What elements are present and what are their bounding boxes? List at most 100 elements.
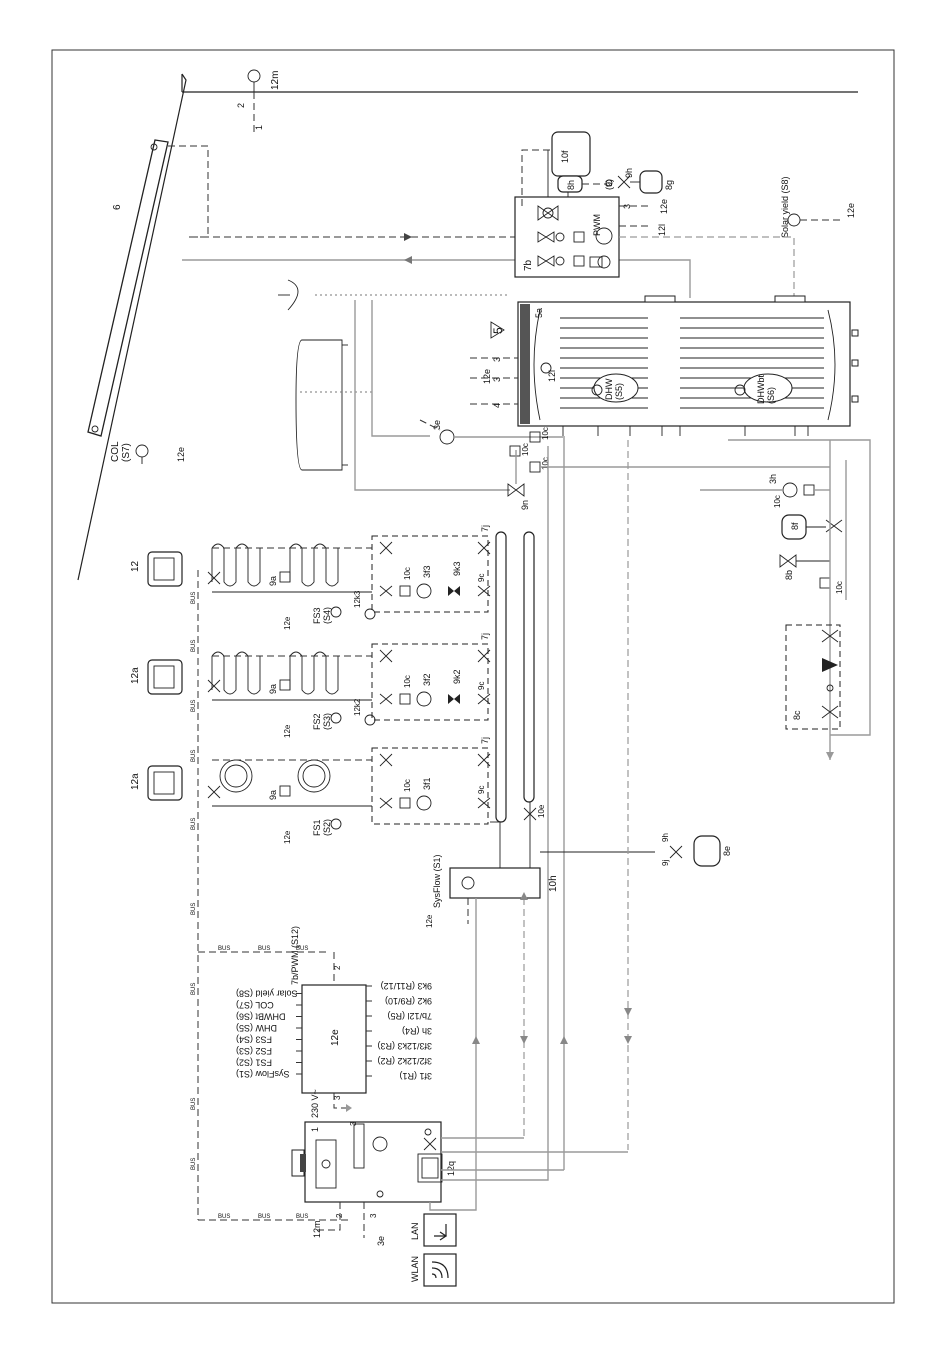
controller-terminal-right: 3h (R4) [402,1026,432,1036]
svg-text:PWM: PWM [592,214,602,236]
controller-power: 230 V~ 3 [310,1089,352,1118]
svg-text:LAN: LAN [410,1222,420,1240]
svg-text:COL(S7): COL(S7) [110,441,132,462]
room-unit-12a-upper: 12a [130,659,183,695]
svg-text:BUS: BUS [296,946,308,952]
svg-text:10c: 10c [521,443,530,456]
svg-text:12k2: 12k2 [353,698,362,716]
svg-text:9n: 9n [520,500,530,510]
vessel-8h: 8h (9) 9h [557,168,640,193]
svg-text:DHWbt(S6): DHWbt(S6) [756,375,776,404]
svg-text:3: 3 [369,1213,378,1218]
svg-text:12m: 12m [312,1220,322,1238]
svg-text:5a: 5a [534,308,544,318]
vessel-8e: 9h 9j 8e [661,833,732,867]
svg-text:5: 5 [491,327,505,334]
svg-text:BUS: BUS [191,818,197,830]
controller-terminal-left: FS1 (S2) [236,1058,272,1068]
terminal-list-left: Solar yield (S8)COL (S7) DHWBt (S6)DHW (S… [236,989,302,1079]
room-unit-12: 12 [130,551,183,587]
svg-text:12l: 12l [547,370,557,382]
svg-text:2: 2 [335,1213,344,1218]
svg-text:12e: 12e [283,830,292,844]
heating-circuit-2: 9a FS2(S3) 12e 10c 3f2 9k2 9c 12k2 7j [207,633,491,738]
svg-text:9a: 9a [268,576,278,586]
controller-terminal-left: DHWBt (S6) [236,1012,286,1022]
svg-text:12l: 12l [657,224,667,236]
svg-text:8c: 8c [792,710,802,720]
svg-text:WLAN: WLAN [410,1256,420,1282]
terminal-list-right: 9k3 (R11/12)9k2 (R9/10)7b/12l (R5)3h (R4… [366,981,432,1081]
svg-text:BUS: BUS [191,903,197,915]
room-unit-12a-lower: 12a [130,765,183,801]
controller-terminal-right: 9k2 (R9/10) [385,996,432,1006]
pump-3e: 3e [419,419,563,445]
pump-3h: 3h 10c [700,474,830,508]
svg-text:12e: 12e [283,616,292,630]
svg-text:12e: 12e [659,199,669,214]
tank-sensor-wires: 3 3 4 12e [470,357,518,408]
svg-text:7b/PWM (S12): 7b/PWM (S12) [290,926,300,985]
svg-text:10f: 10f [560,150,570,163]
svg-text:7b: 7b [523,259,534,271]
svg-text:9h: 9h [661,833,670,842]
controller-terminal-right: 3f2/12k2 (R2) [377,1056,432,1066]
svg-text:12e: 12e [425,914,434,928]
wlan-module: WLAN [410,1253,457,1287]
controller-terminal-left: SysFlow (S1) [236,1069,290,1079]
svg-text:9c: 9c [477,574,486,582]
bathtub [295,339,348,471]
pump-station-7b: 7b PWM 12l 3 12e [514,150,669,278]
svg-text:BUS: BUS [191,750,197,762]
svg-text:BUS: BUS [258,946,270,952]
collector-label: 6 [112,204,123,210]
svg-text:12m: 12m [270,71,281,90]
svg-text:9j: 9j [661,860,670,866]
controller-terminal-right: 3f1 (R1) [399,1071,432,1081]
svg-text:2: 2 [333,965,342,970]
svg-text:BUS: BUS [191,1158,197,1170]
col-sensor: COL(S7) 12e [110,441,186,467]
svg-text:3f1: 3f1 [422,777,432,790]
svg-text:230 V~: 230 V~ [310,1089,320,1118]
svg-text:8g: 8g [664,180,674,190]
svg-text:10c: 10c [541,427,550,440]
svg-text:BUS: BUS [191,592,197,604]
controller-terminal-left: Solar yield (S8) [236,989,298,999]
svg-text:3: 3 [622,204,632,209]
page-frame [51,49,895,1304]
controller-terminal-left: COL (S7) [236,1000,274,1010]
svg-text:12k3: 12k3 [353,590,362,608]
svg-text:3f3: 3f3 [422,565,432,578]
svg-text:9c: 9c [477,682,486,690]
svg-text:10c: 10c [403,675,412,688]
svg-text:10c: 10c [773,495,782,508]
sensor-12m: 12m 2 1 [236,69,281,132]
vessel-8g: 8g [639,170,674,194]
svg-text:10c: 10c [403,779,412,792]
svg-text:1: 1 [254,125,264,130]
svg-text:3f2: 3f2 [422,673,432,686]
svg-text:3e: 3e [376,1236,386,1246]
svg-text:10h: 10h [548,875,559,892]
svg-text:9k3: 9k3 [452,561,462,576]
svg-text:8h: 8h [566,180,576,190]
svg-text:12e: 12e [846,203,856,218]
svg-text:3h: 3h [768,474,778,484]
svg-text:(9): (9) [604,179,614,190]
svg-text:12a: 12a [130,667,141,684]
svg-text:BUS: BUS [218,1214,230,1220]
svg-text:8f: 8f [790,522,800,530]
svg-text:10c: 10c [835,581,844,594]
svg-text:12e: 12e [283,724,292,738]
hydraulic-separator-10h: SysFlow (S1) 10h 12e [425,851,655,928]
controller-terminal-left: DHW (S5) [236,1023,277,1033]
svg-text:12q: 12q [446,1161,456,1176]
vessel-8f: 8f [781,514,843,540]
heating-circuit-3: 9a FS3(S4) 12e 10c 3f3 9k3 9c 12k3 7j [207,525,491,630]
svg-text:BUS: BUS [191,1098,197,1110]
svg-text:8e: 8e [722,846,732,856]
valve-9n: 9n [507,450,530,510]
bus-line: BUS BUS BUS BUS BUS BUS BUS BUS BUS BUS … [191,570,350,1221]
